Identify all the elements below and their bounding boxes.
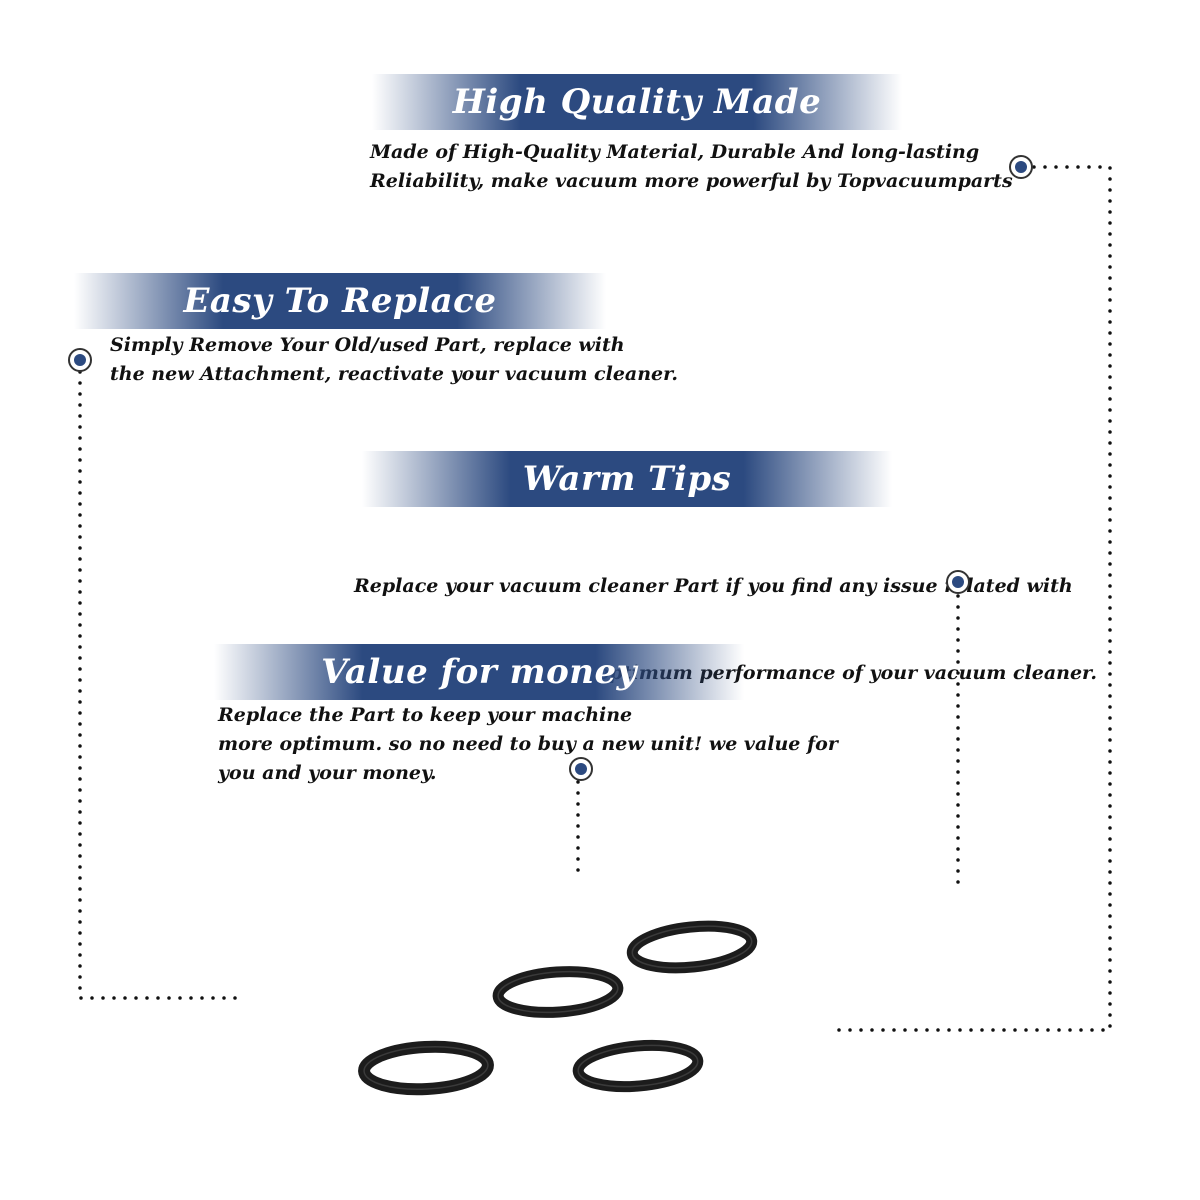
belt-top-right <box>626 920 758 974</box>
section-title: Value for money <box>321 652 637 692</box>
description-line: Reliability, make vacuum more powerful b… <box>370 170 1013 192</box>
marker-warm-tips <box>946 570 970 594</box>
description-high-quality: Made of High-Quality Material, Durable A… <box>370 138 1013 196</box>
description-easy-replace: Simply Remove Your Old/used Part, replac… <box>110 331 678 389</box>
belt-middle <box>492 966 624 1018</box>
description-line: the new Attachment, reactivate your vacu… <box>110 363 679 385</box>
marker-easy-replace <box>68 348 92 372</box>
connector-high-quality <box>826 165 1112 1032</box>
description-value-money: Replace the Part to keep your machine mo… <box>218 701 838 788</box>
connector-easy-replace <box>78 370 238 1000</box>
belt-bottom-right <box>572 1039 704 1093</box>
marker-value-money <box>569 757 593 781</box>
belt-bottom-left <box>358 1040 494 1096</box>
section-title: Easy To Replace <box>183 281 497 321</box>
section-title: Warm Tips <box>522 459 732 499</box>
description-line: Made of High-Quality Material, Durable A… <box>370 141 980 163</box>
marker-high-quality <box>1009 155 1033 179</box>
banner-warm-tips: Warm Tips <box>362 451 892 507</box>
description-line: Replace the Part to keep your machine <box>218 704 633 726</box>
banner-high-quality: High Quality Made <box>372 74 902 130</box>
banner-easy-replace: Easy To Replace <box>74 273 606 329</box>
section-title: High Quality Made <box>452 82 822 122</box>
description-line: more optimum. so no need to buy a new un… <box>218 733 838 755</box>
description-line: you and your money. <box>218 762 437 784</box>
description-line: Simply Remove Your Old/used Part, replac… <box>110 334 625 356</box>
banner-value-money: Value for money <box>214 644 744 700</box>
